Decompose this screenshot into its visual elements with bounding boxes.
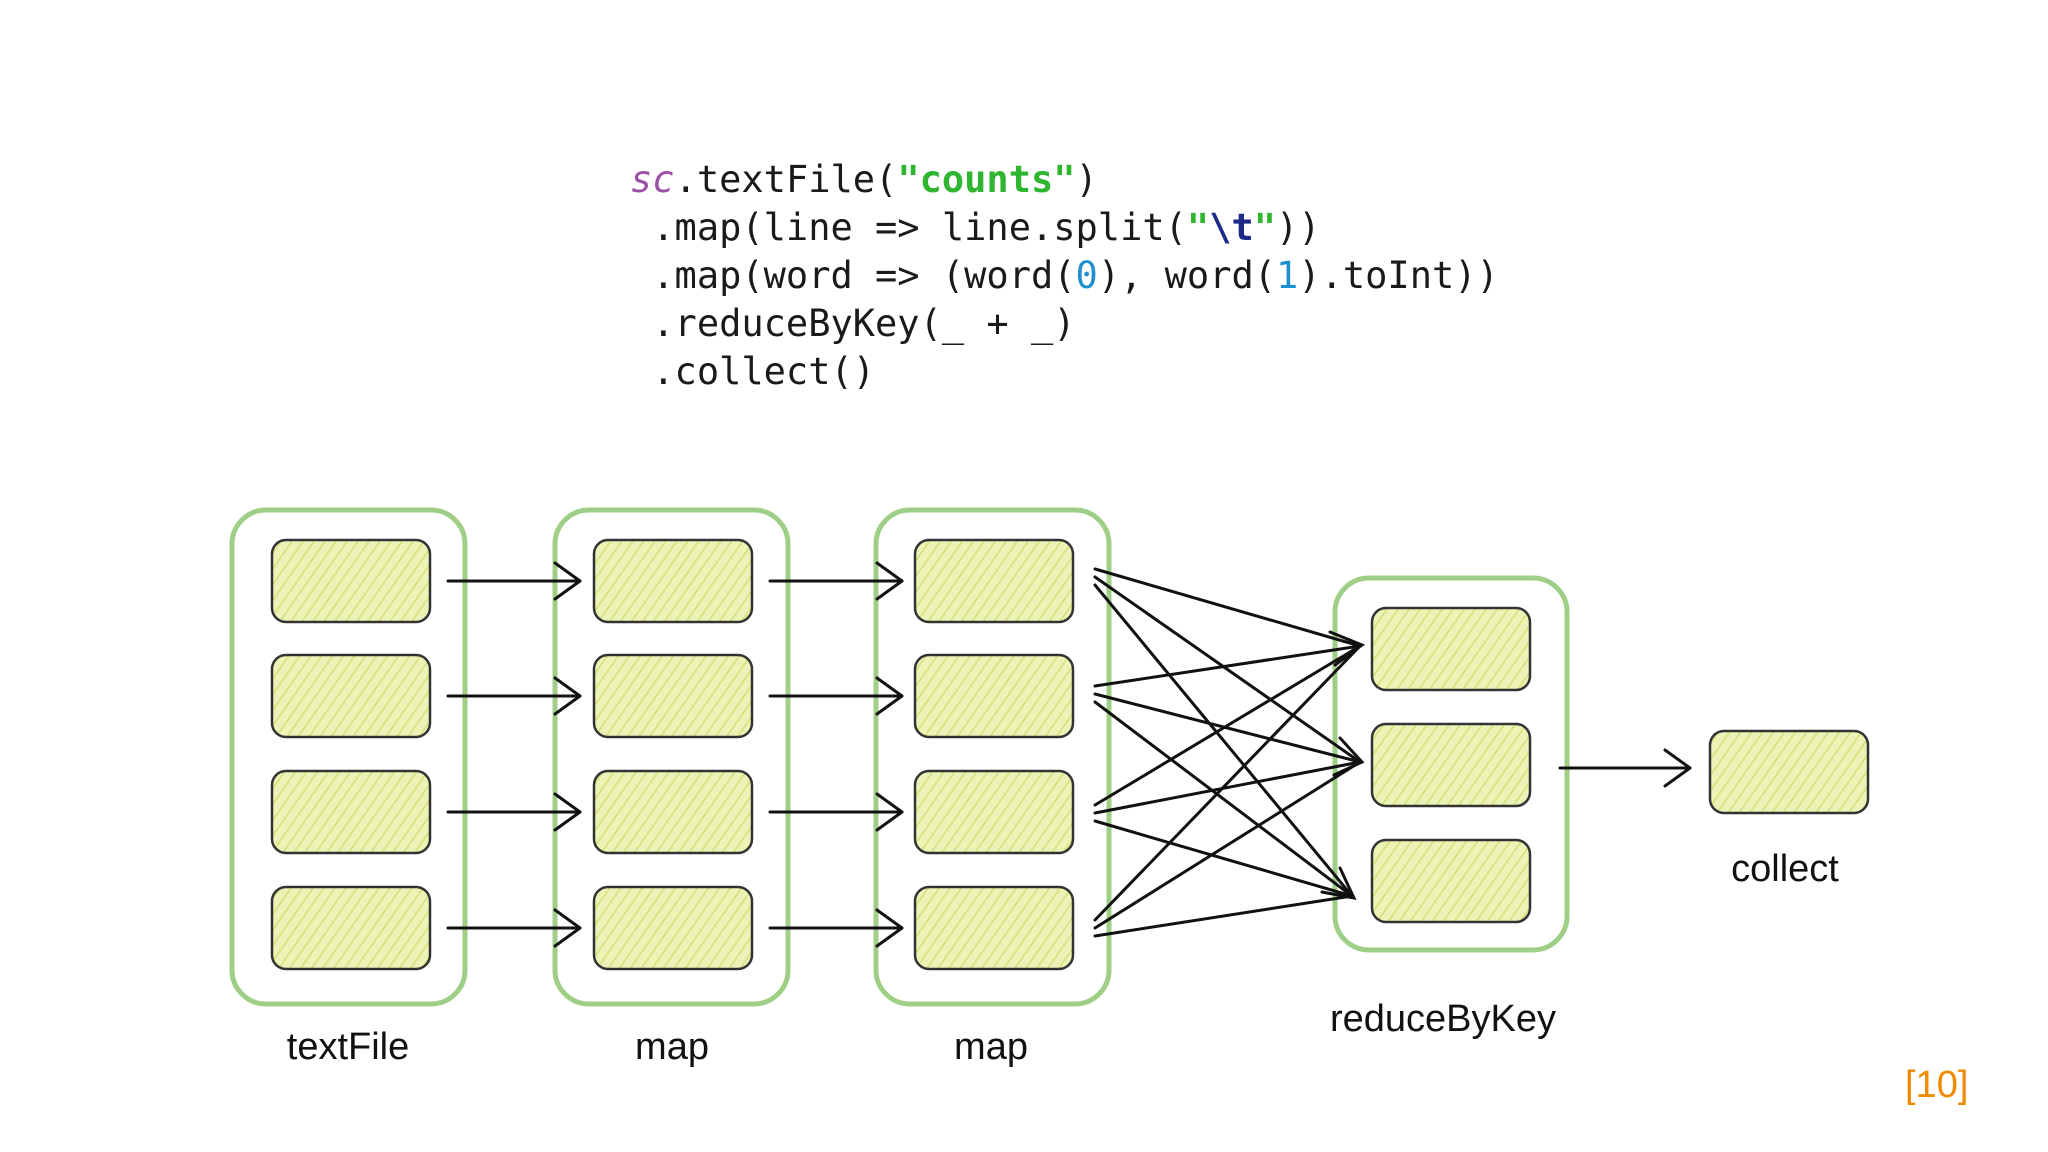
stage-container — [1332, 575, 1570, 953]
code-token: .textFile( — [674, 158, 898, 201]
code-token: ) — [1075, 158, 1098, 201]
code-token: .map(word => (word( — [630, 254, 1076, 297]
citation-reference: [10] — [1905, 1064, 1969, 1106]
code-token: 0 — [1075, 254, 1098, 297]
shuffle-arrow — [1093, 644, 1362, 922]
stage-map-2 — [873, 507, 1112, 1007]
stage-textfile — [229, 507, 468, 1007]
arrow — [446, 792, 582, 832]
arrow — [768, 561, 904, 601]
partition-block — [270, 538, 432, 624]
stage-label-reducebykey: reduceByKey — [1329, 998, 1557, 1040]
partition-block — [270, 653, 432, 739]
shuffle-arrow — [1093, 644, 1362, 807]
shuffle-arrow — [1093, 692, 1362, 764]
code-token: .reduceByKey(_ + _) — [630, 302, 1076, 345]
arrow-reduce-to-collect — [1558, 748, 1692, 788]
stage-collect — [1708, 729, 1870, 815]
stage-label-textfile: textFile — [286, 1026, 410, 1068]
partition-block — [592, 538, 754, 624]
arrow — [768, 676, 904, 716]
code-token: " — [1253, 206, 1277, 249]
arrow — [768, 908, 904, 948]
code-token: \t — [1209, 206, 1254, 249]
shuffle-arrow — [1093, 567, 1362, 648]
stage-container — [873, 507, 1112, 1007]
code-token: ), word( — [1097, 254, 1277, 297]
code-block: sc.textFile("counts") .map(line => line.… — [630, 156, 1499, 396]
code-token: ).toInt)) — [1298, 254, 1499, 297]
shuffle-arrow — [1093, 760, 1362, 815]
partition-block — [913, 885, 1075, 971]
code-line-4: .reduceByKey(_ + _) — [630, 300, 1499, 348]
shuffle-arrow — [1093, 583, 1354, 898]
stage-label-map-1: map — [635, 1026, 709, 1068]
partition-block — [270, 769, 432, 855]
code-token: sc — [630, 158, 675, 201]
code-token: )) — [1276, 206, 1321, 249]
arrow — [446, 908, 582, 948]
code-token: .map(line => line.split( — [630, 206, 1187, 249]
code-line-1: sc.textFile("counts") — [630, 156, 1499, 204]
partition-block — [592, 653, 754, 739]
partition-block — [1370, 838, 1532, 924]
stage-map-1 — [552, 507, 791, 1007]
stage-label-map-2: map — [954, 1026, 1028, 1068]
code-line-2: .map(line => line.split("\t")) — [630, 204, 1499, 252]
partition-block — [913, 769, 1075, 855]
partition-block — [1370, 722, 1532, 808]
code-token: " — [1186, 206, 1210, 249]
shuffle-arrow — [1093, 700, 1354, 898]
stage-container — [229, 507, 468, 1007]
arrow — [446, 676, 582, 716]
arrow — [768, 792, 904, 832]
partition-block — [913, 538, 1075, 624]
stage-label-collect: collect — [1731, 848, 1839, 890]
code-line-3: .map(word => (word(0), word(1).toInt)) — [630, 252, 1499, 300]
partition-block — [592, 769, 754, 855]
arrows-map-to-map — [768, 561, 904, 948]
partition-block — [1708, 729, 1870, 815]
shuffle-arrow — [1093, 819, 1354, 898]
arrows-shuffle — [1093, 567, 1366, 938]
arrow — [446, 561, 582, 601]
arrowhead — [1332, 736, 1365, 777]
code-token: "counts" — [897, 158, 1076, 201]
arrows-textfile-to-map — [446, 561, 582, 948]
stage-reducebykey — [1332, 575, 1570, 953]
partition-block — [1370, 606, 1532, 692]
shuffle-arrow — [1093, 760, 1362, 930]
arrowhead — [1320, 866, 1357, 901]
shuffle-arrow — [1093, 644, 1362, 688]
arrowhead — [1328, 630, 1366, 667]
partition-block — [913, 653, 1075, 739]
stage-container — [552, 507, 791, 1007]
partition-block — [270, 885, 432, 971]
shuffle-arrow — [1093, 894, 1354, 938]
code-token: 1 — [1276, 254, 1299, 297]
partition-block — [592, 885, 754, 971]
code-line-5: .collect() — [630, 348, 1499, 396]
shuffle-arrow — [1093, 575, 1362, 764]
code-token: .collect() — [630, 350, 876, 393]
